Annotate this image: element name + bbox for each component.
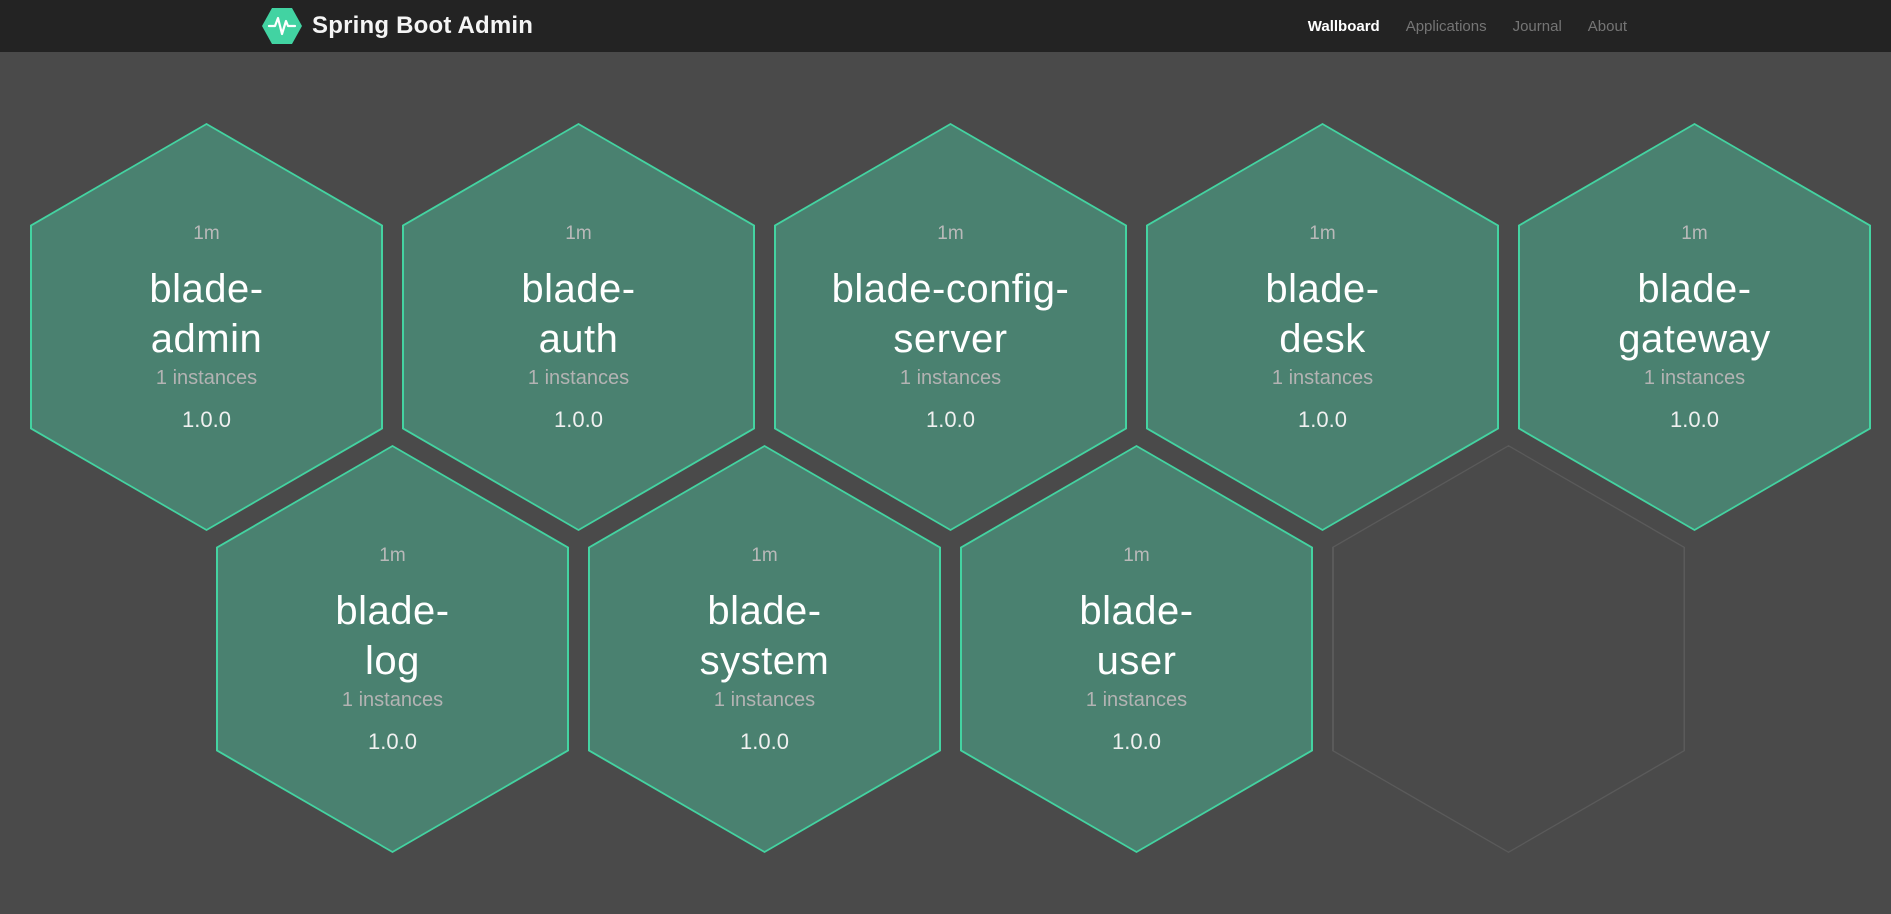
app-name: blade- user xyxy=(1079,588,1194,683)
wallboard: 1m blade- admin 1 instances 1.0.0 1m bla… xyxy=(0,123,1891,853)
app-name: blade- desk xyxy=(1265,266,1380,361)
app-instances: 1 instances xyxy=(1271,366,1374,389)
app-instances: 1 instances xyxy=(713,688,816,711)
main-nav: Wallboard Applications Journal About xyxy=(1295,18,1629,35)
hexagon-fill: 1m blade- system 1 instances 1.0.0 xyxy=(590,447,939,851)
top-navbar: Spring Boot Admin Wallboard Applications… xyxy=(0,0,1891,52)
app-uptime: 1m xyxy=(1309,222,1336,244)
app-version: 1.0.0 xyxy=(1112,728,1161,754)
app-version: 1.0.0 xyxy=(554,406,603,432)
hexagon-fill: 1m blade- log 1 instances 1.0.0 xyxy=(218,447,567,851)
app-instances: 1 instances xyxy=(1643,366,1746,389)
app-instances: 1 instances xyxy=(899,366,1002,389)
app-name: blade- auth xyxy=(521,266,636,361)
app-version: 1.0.0 xyxy=(368,728,417,754)
app-uptime: 1m xyxy=(565,222,592,244)
app-version: 1.0.0 xyxy=(1670,406,1719,432)
hex-row-2: 1m blade- log 1 instances 1.0.0 1m blade… xyxy=(216,445,1891,853)
app-instances: 1 instances xyxy=(1085,688,1188,711)
hexagon-fill: 1m blade- admin 1 instances 1.0.0 xyxy=(32,125,381,529)
nav-item-about[interactable]: About xyxy=(1587,17,1627,35)
navbar-inner: Spring Boot Admin Wallboard Applications… xyxy=(262,0,1629,52)
pulse-hexagon-icon xyxy=(262,8,302,44)
app-uptime: 1m xyxy=(1681,222,1708,244)
brand-link[interactable]: Spring Boot Admin xyxy=(262,8,533,44)
app-hexagon-blade-system[interactable]: 1m blade- system 1 instances 1.0.0 xyxy=(588,445,941,853)
app-name: blade- system xyxy=(699,588,830,683)
nav-item-wallboard[interactable]: Wallboard xyxy=(1307,17,1380,35)
app-uptime: 1m xyxy=(751,544,778,566)
app-name: blade-config- server xyxy=(831,266,1070,361)
app-instances: 1 instances xyxy=(527,366,630,389)
app-uptime: 1m xyxy=(1123,544,1150,566)
app-uptime: 1m xyxy=(193,222,220,244)
app-name: blade- gateway xyxy=(1618,266,1771,361)
app-name: blade- admin xyxy=(149,266,264,361)
app-hexagon-blade-user[interactable]: 1m blade- user 1 instances 1.0.0 xyxy=(960,445,1313,853)
app-version: 1.0.0 xyxy=(182,406,231,432)
brand-title: Spring Boot Admin xyxy=(312,12,534,39)
hex-row-1: 1m blade- admin 1 instances 1.0.0 1m bla… xyxy=(30,123,1891,531)
app-uptime: 1m xyxy=(937,222,964,244)
app-hexagon-blade-log[interactable]: 1m blade- log 1 instances 1.0.0 xyxy=(216,445,569,853)
app-hexagon-blade-admin[interactable]: 1m blade- admin 1 instances 1.0.0 xyxy=(30,123,383,531)
empty-hexagon-fill xyxy=(1333,446,1684,852)
app-instances: 1 instances xyxy=(341,688,444,711)
empty-hexagon-placeholder xyxy=(1332,445,1685,853)
app-name: blade- log xyxy=(335,588,450,683)
hexagon-fill: 1m blade- user 1 instances 1.0.0 xyxy=(962,447,1311,851)
nav-item-journal[interactable]: Journal xyxy=(1512,17,1562,35)
app-version: 1.0.0 xyxy=(740,728,789,754)
nav-item-applications[interactable]: Applications xyxy=(1405,17,1487,35)
app-version: 1.0.0 xyxy=(1298,406,1347,432)
app-hexagon-blade-gateway[interactable]: 1m blade- gateway 1 instances 1.0.0 xyxy=(1518,123,1871,531)
app-uptime: 1m xyxy=(379,544,406,566)
app-hexagon-blade-desk[interactable]: 1m blade- desk 1 instances 1.0.0 xyxy=(1146,123,1499,531)
app-version: 1.0.0 xyxy=(926,406,975,432)
app-instances: 1 instances xyxy=(155,366,258,389)
